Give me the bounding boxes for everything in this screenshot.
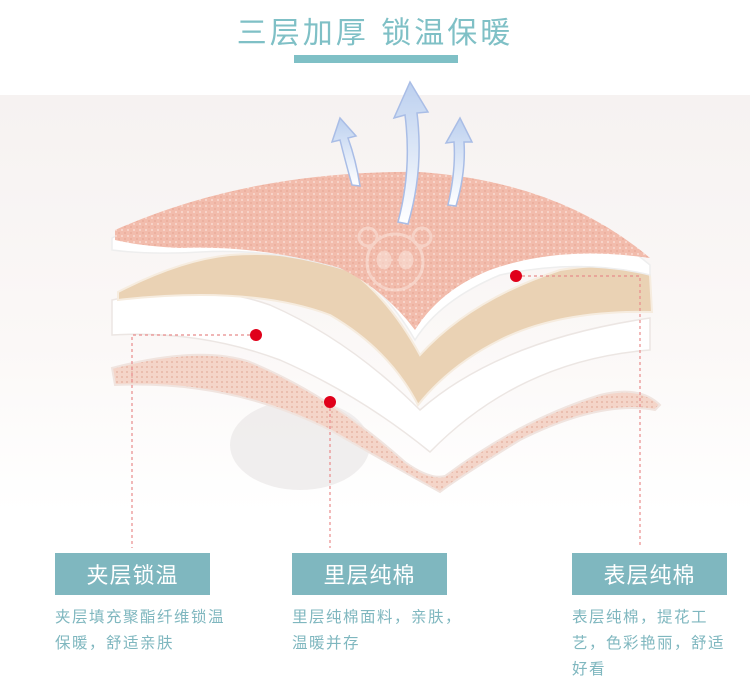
desc-inner-layer: 里层纯棉面料，亲肤，温暖并存: [292, 608, 463, 652]
heat-arrow-icon: [330, 116, 361, 187]
heat-arrow-icon: [392, 80, 430, 225]
label-inner-layer: 里层纯棉: [292, 553, 447, 595]
heat-arrow-icon: [444, 116, 474, 207]
label-middle-layer: 夹层锁温: [55, 553, 210, 595]
leader-line-middle: [131, 334, 256, 548]
panda-pattern-icon: [357, 226, 433, 292]
desc-middle-layer: 夹层填充聚酯纤维锁温保暖，舒适亲肤: [55, 608, 226, 652]
page-title: 三层加厚 锁温保暖: [236, 16, 514, 51]
white-padding-bottom: [111, 290, 651, 454]
marker-inner-layer: [324, 396, 336, 408]
label-outer-layer: 表层纯棉: [572, 553, 727, 595]
marker-middle-layer: [250, 329, 262, 341]
marker-outer-layer: [510, 270, 522, 282]
desc-outer-layer: 表层纯棉，提花工艺，色彩艳丽，舒适好看: [572, 608, 726, 678]
leader-lines: [131, 275, 641, 548]
inner-cotton-layer: [110, 353, 662, 494]
title-underline: [294, 55, 458, 63]
